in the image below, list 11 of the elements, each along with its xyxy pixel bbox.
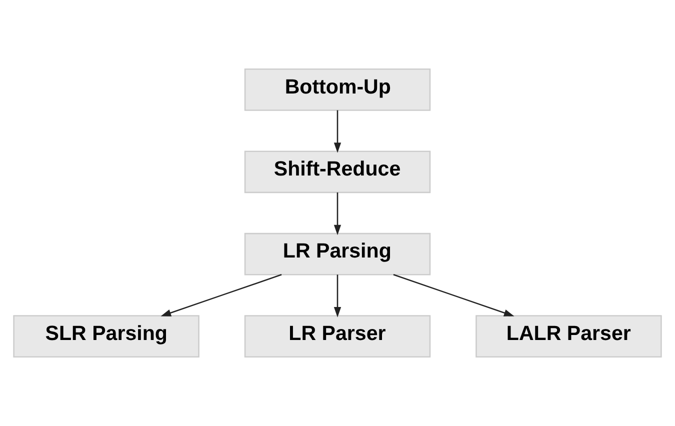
node-box: LR Parsing	[244, 232, 431, 276]
node-box: Bottom-Up	[244, 68, 431, 111]
arrow	[393, 274, 514, 316]
node-box: LR Parser	[244, 315, 431, 358]
arrow	[334, 110, 342, 153]
arrow	[160, 274, 282, 316]
node-box: Shift-Reduce	[244, 150, 431, 194]
arrow	[334, 192, 342, 236]
node-box: SLR Parsing	[13, 315, 200, 358]
arrow	[334, 274, 342, 318]
node-box: LALR Parser	[476, 315, 662, 358]
